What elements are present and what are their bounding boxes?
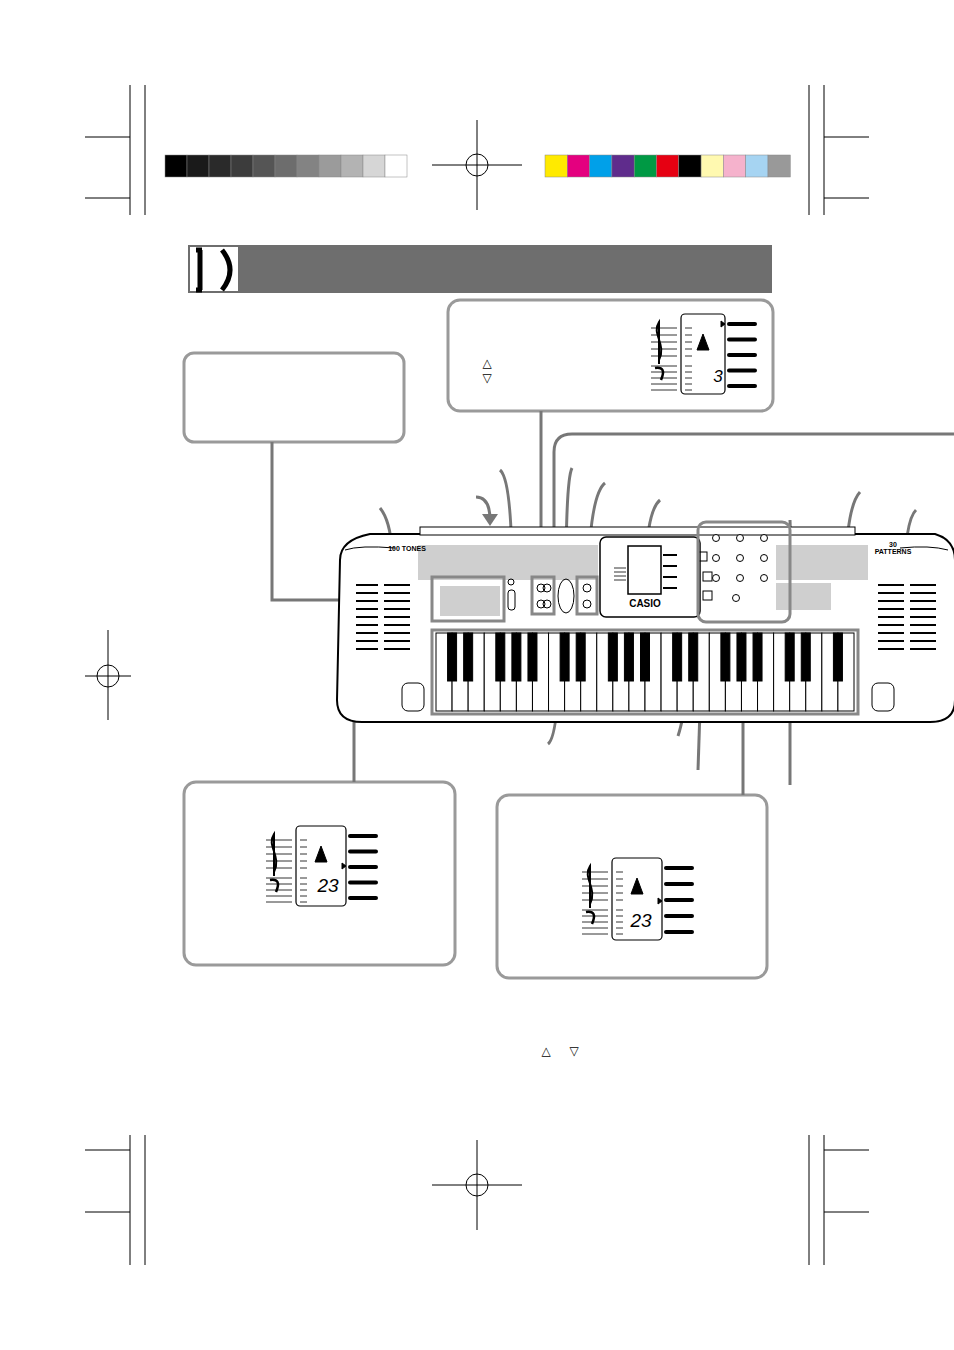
- up-symbol: △: [482, 357, 491, 369]
- down-symbol: ▽: [569, 1045, 578, 1057]
- down-symbol: ▽: [482, 372, 491, 384]
- callout-boxes: [184, 300, 773, 978]
- leader-lines: [272, 411, 954, 795]
- color-bars: [165, 155, 790, 177]
- lcd-displays: [266, 314, 755, 940]
- brand-logo: CASIO: [629, 599, 661, 609]
- up-symbol: △: [541, 1045, 550, 1057]
- pattern-count: 30 PATTERNS: [873, 541, 913, 555]
- lcd-number: 23: [317, 876, 338, 895]
- lcd-number: 3: [713, 368, 722, 385]
- tone-count: 100 TONES: [387, 545, 427, 552]
- keyboard-body: [337, 522, 954, 722]
- lcd-number: 23: [630, 911, 651, 930]
- title-bracket: [196, 250, 202, 290]
- crop-marks: [85, 85, 869, 1265]
- title-bar: [188, 245, 772, 293]
